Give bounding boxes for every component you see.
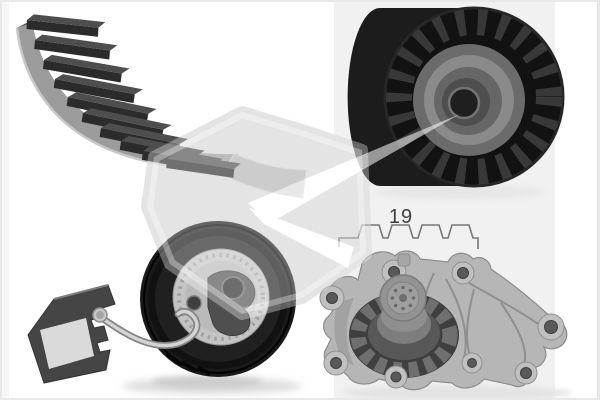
belt-tooth-profile-drawing	[338, 224, 479, 249]
brand-watermark-overlay	[141, 106, 460, 320]
pump-lower-lug	[384, 365, 408, 389]
timing-belt-photo	[15, 14, 307, 199]
water-pump-photo	[319, 250, 568, 391]
tensioner-stamped-marking-ring	[177, 253, 265, 341]
belt-width-annotation: 19	[338, 206, 479, 249]
tensioner-bore	[221, 276, 245, 300]
pump-shadow	[342, 386, 572, 398]
idler-pulley-photo	[347, 6, 565, 188]
belt-teeth	[26, 14, 241, 178]
idler-center-bore	[447, 86, 481, 120]
tensioner-pin-hole	[186, 295, 202, 311]
right-frame-edge	[597, 2, 598, 398]
water-pump-gear	[349, 253, 459, 378]
left-edge-band	[2, 2, 9, 398]
tensioner-vent-slots	[165, 352, 212, 376]
tensioner-bracket-plate	[27, 284, 116, 384]
idler-shadow	[375, 185, 545, 199]
pump-bolt-lugs	[319, 259, 565, 385]
tensioner-pulley-photo	[27, 221, 296, 384]
idler-rib-ring	[386, 9, 562, 185]
tensioner-shadow-core	[152, 376, 262, 388]
tensioner-wire-pin	[92, 307, 201, 350]
belt-width-label: 19	[389, 206, 413, 228]
